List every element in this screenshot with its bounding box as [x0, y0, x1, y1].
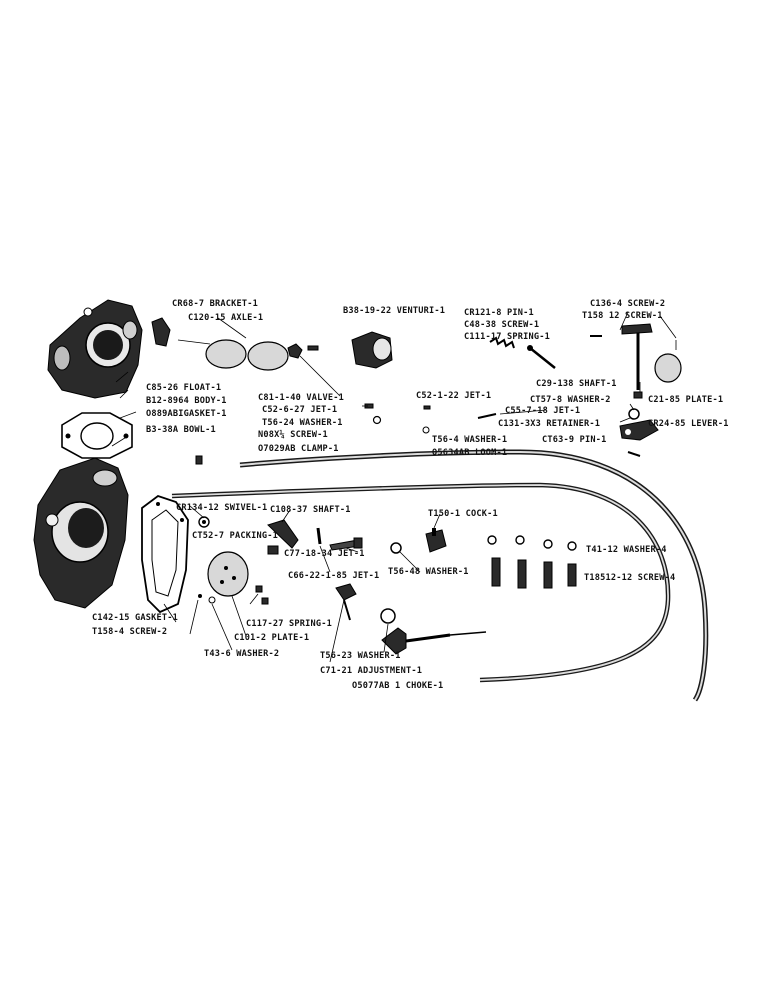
clamp-screw — [195, 455, 203, 465]
washers-t41 — [487, 535, 577, 551]
label-washer-t56-24: T56-24 WASHER-1 — [262, 418, 343, 428]
label-washer-ct57: CT57-8 WASHER-2 — [530, 395, 611, 405]
label-washer-t56-4: T56-4 WASHER-1 — [432, 435, 507, 445]
screw-c48 — [527, 345, 556, 369]
bowl-gasket — [61, 412, 133, 459]
label-jet-c55: C55-7-18 JET-1 — [505, 406, 580, 416]
valve-part — [287, 343, 382, 425]
label-retainer: C131-3X3 RETAINER-1 — [498, 419, 600, 429]
label-spring-c117: C117-27 SPRING-1 — [246, 619, 332, 629]
shaft-c108 — [267, 519, 299, 555]
label-valve: C81-1-40 VALVE-1 — [258, 393, 344, 403]
loom-cable — [239, 449, 709, 702]
label-pin-ct63: CT63-9 PIN-1 — [542, 435, 607, 445]
label-plate-c21: C21-85 PLATE-1 — [648, 395, 723, 405]
washer-t56-48 — [390, 542, 402, 554]
label-float: C85-26 FLOAT-1 — [146, 383, 221, 393]
pin-ct63 — [627, 451, 641, 457]
label-jet-c52-6: C52-6-27 JET-1 — [262, 405, 337, 415]
label-shaft-c108: C108-37 SHAFT-1 — [270, 505, 351, 515]
part-labels: CR68-7 BRACKET-1 C120-15 AXLE-1 B38-19-2… — [92, 299, 729, 691]
jet-c66 — [316, 527, 322, 545]
label-spring-c111: C111-17 SPRING-1 — [464, 332, 550, 342]
label-cock: T150-1 COCK-1 — [428, 509, 498, 519]
gasket-c142 — [141, 494, 189, 614]
label-plate-c101: C101-2 PLATE-1 — [234, 633, 309, 643]
choke-cable — [171, 482, 671, 683]
carburetor-body — [47, 299, 143, 399]
label-loom: O5634AB LOOM-1 — [432, 448, 507, 458]
label-venturi: B38-19-22 VENTURI-1 — [343, 306, 445, 316]
screws-t18512 — [491, 557, 577, 589]
label-packing: CT52-7 PACKING-1 — [192, 531, 278, 541]
label-gasket-c142: C142-15 GASKET-1 — [92, 613, 178, 623]
label-shaft-c29: C29-138 SHAFT-1 — [536, 379, 617, 389]
venturi-part — [351, 331, 393, 369]
label-adjustment: C71-21 ADJUSTMENT-1 — [320, 666, 422, 676]
plate-c21 — [654, 340, 682, 383]
label-bowl: B3-38A BOWL-1 — [146, 425, 216, 435]
label-choke: O5077AB 1 CHOKE-1 — [352, 681, 443, 691]
label-washer-t41: T41-12 WASHER-4 — [586, 545, 667, 555]
spring-c111 — [489, 336, 515, 349]
label-axle: C120-15 AXLE-1 — [188, 313, 263, 323]
cock-t150 — [425, 528, 447, 553]
adjustment-c71 — [335, 583, 357, 621]
choke-knob — [381, 627, 487, 655]
label-screw-t158-4: T158-4 SCREW-2 — [92, 627, 167, 637]
label-screw-c136: C136-4 SCREW-2 — [590, 299, 665, 309]
shaft-c29 — [621, 323, 653, 399]
label-jet-c77: C77-18-34 JET-1 — [284, 549, 365, 559]
label-lever: CR24-85 LEVER-1 — [648, 419, 729, 429]
plate-c101 — [198, 551, 269, 605]
label-screw-t158: T158 12 SCREW-1 — [582, 311, 663, 321]
label-pin-top: CR121-8 PIN-1 — [464, 308, 534, 318]
washer-t56-23 — [380, 608, 396, 624]
label-washer-t43: T43-6 WASHER-2 — [204, 649, 279, 659]
label-bracket: CR68-7 BRACKET-1 — [172, 299, 258, 309]
jets-mid — [422, 405, 497, 434]
leader-lines — [111, 311, 677, 663]
label-screw-n08: N08X¼ SCREW-1 — [258, 430, 328, 440]
label-swivel: CR134-12 SWIVEL-1 — [176, 503, 267, 513]
label-washer-t56-48: T56-48 WASHER-1 — [388, 567, 469, 577]
swivel-part — [198, 516, 210, 528]
label-washer-t56-23: T56-23 WASHER-1 — [320, 651, 401, 661]
washer-ct57 — [628, 408, 640, 420]
label-screw-c48: C48-38 SCREW-1 — [464, 320, 539, 330]
label-clamp: O7029AB CLAMP-1 — [258, 444, 339, 454]
label-jet-c66: C66-22-1-85 JET-1 — [288, 571, 379, 581]
label-screw-t18512: T18512-12 SCREW-4 — [584, 573, 675, 583]
bracket-part — [151, 317, 211, 347]
float-part — [205, 339, 289, 371]
jet-c77 — [329, 537, 363, 551]
lever-cr24 — [619, 419, 659, 441]
label-gasket-0889: O889ABIGASKET-1 — [146, 409, 227, 419]
label-body: B12-8964 BODY-1 — [146, 396, 227, 406]
carburetor-bowl — [33, 457, 129, 609]
label-jet-c52-1: C52-1-22 JET-1 — [416, 391, 491, 401]
